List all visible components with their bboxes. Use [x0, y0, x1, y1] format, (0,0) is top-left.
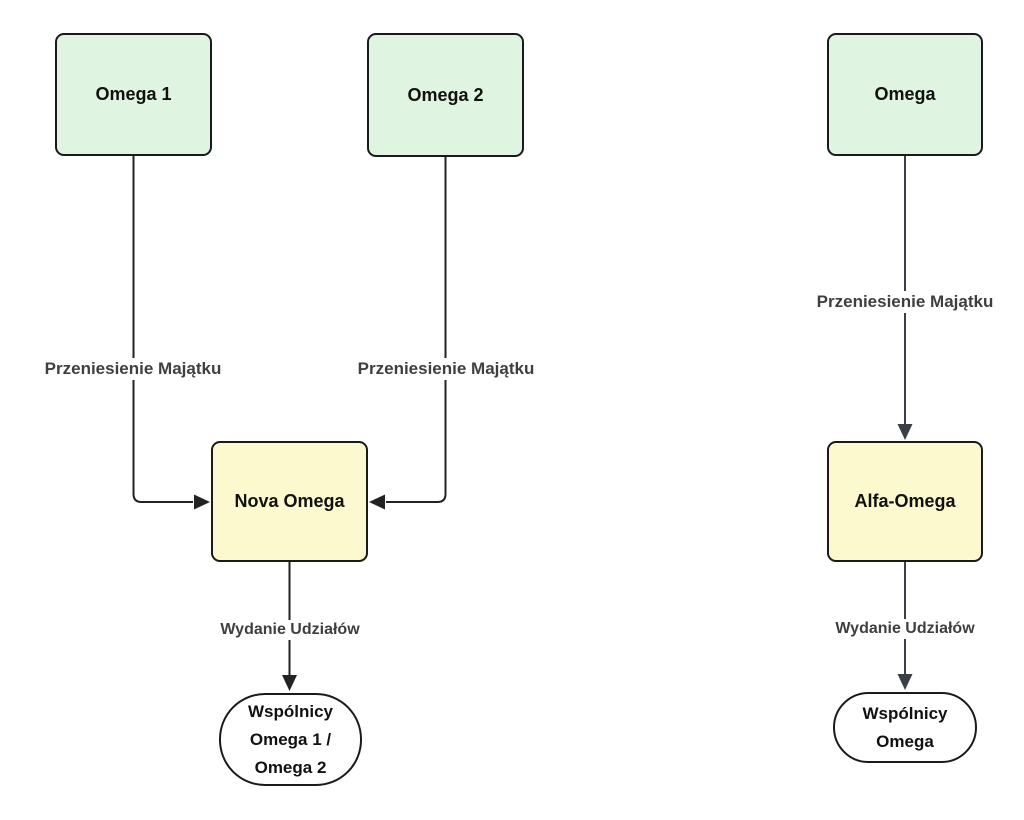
- edge-label-przeniesienie-majatku-1: Przeniesienie Majątku: [39, 358, 227, 380]
- arrowhead-into-nova-right: [369, 494, 385, 510]
- arrowhead-into-nova-left: [194, 494, 210, 510]
- arrowhead-into-wspolnicy-left: [282, 675, 297, 691]
- node-omega-1-label: Omega 1: [95, 84, 172, 104]
- node-nova-omega-label: Nova Omega: [234, 491, 345, 511]
- edge-nova-omega-to-wspolnicy: [282, 562, 297, 691]
- node-wspolnicy-right-line2: Omega: [876, 731, 934, 751]
- node-wspolnicy-omega[interactable]: Wspólnicy Omega: [833, 692, 977, 763]
- node-alfa-omega-label: Alfa-Omega: [854, 491, 956, 511]
- edge-omega2-to-nova-omega: [369, 157, 447, 510]
- edge-line-omega2: [386, 157, 447, 503]
- edge-alfa-omega-to-wspolnicy: [897, 562, 913, 690]
- node-omega-2[interactable]: Omega 2: [367, 33, 524, 157]
- edge-label-wydanie-udzialow-right: Wydanie Udziałów: [830, 619, 980, 639]
- edge-line-omega1: [132, 156, 193, 503]
- node-omega-label: Omega: [874, 84, 936, 104]
- node-wspolnicy-left-line2: Omega 1 /: [249, 729, 332, 749]
- node-wspolnicy-left-line1: Wspólnicy: [247, 701, 333, 721]
- edge-omega1-to-nova-omega: [132, 156, 210, 510]
- node-wspolnicy-omega1-omega2[interactable]: Wspólnicy Omega 1 / Omega 2: [219, 693, 362, 786]
- node-omega-2-label: Omega 2: [407, 84, 484, 105]
- edge-omega-to-alfa-omega: [897, 156, 913, 440]
- node-wspolnicy-left-line3: Omega 2: [254, 757, 327, 777]
- node-wspolnicy-right-line1: Wspólnicy: [862, 703, 948, 723]
- arrowhead-into-wspolnicy-right: [897, 674, 913, 690]
- edge-label-przeniesienie-majatku-2: Przeniesienie Majątku: [352, 358, 540, 380]
- edge-label-wydanie-udzialow-left: Wydanie Udziałów: [215, 620, 365, 640]
- node-omega-1[interactable]: Omega 1: [55, 33, 212, 156]
- node-alfa-omega[interactable]: Alfa-Omega: [827, 441, 983, 562]
- node-omega[interactable]: Omega: [827, 33, 983, 156]
- node-nova-omega[interactable]: Nova Omega: [211, 441, 368, 562]
- edge-label-przeniesienie-majatku-right: Przeniesienie Majątku: [811, 291, 999, 313]
- arrowhead-into-alfa-omega: [897, 424, 913, 440]
